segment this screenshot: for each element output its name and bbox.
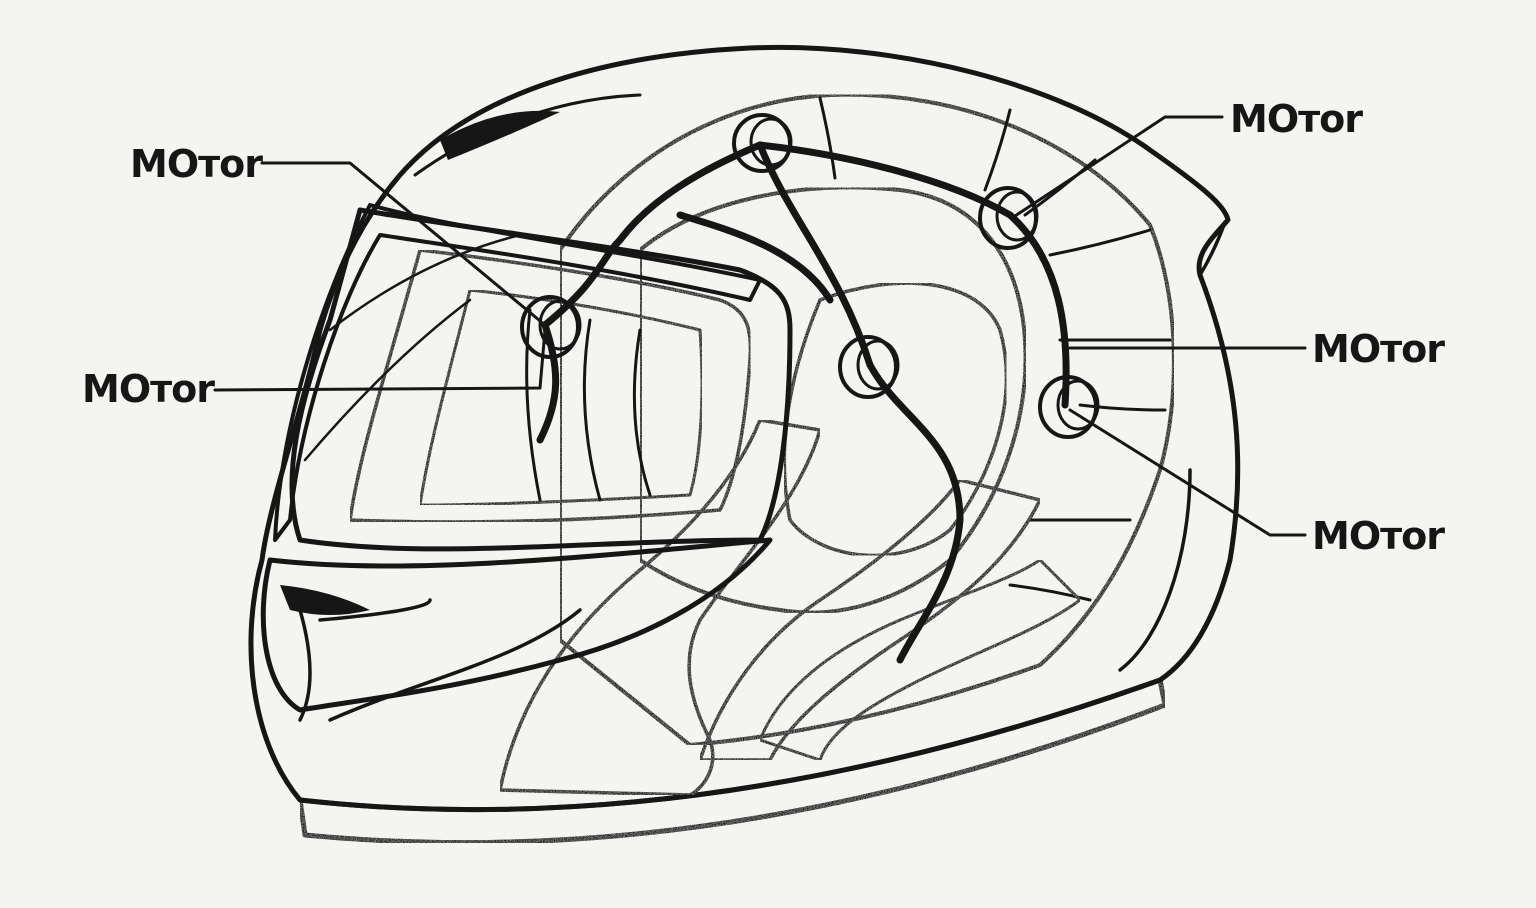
motor-label-left-lower: MOтor (82, 370, 214, 408)
motor-left (522, 297, 580, 357)
motor-label-right-top: MOтor (1230, 100, 1362, 138)
motor-wiring (540, 145, 1066, 660)
motor-label-right-middle: MOтor (1312, 330, 1444, 368)
motor-label-right-bottom: MOтor (1312, 517, 1444, 555)
motor-label-left-upper: MOтor (130, 145, 262, 183)
clear-visor (275, 205, 760, 540)
cheek-pad-inner (700, 480, 1040, 760)
face-padding (350, 250, 750, 522)
rear-comfort-pad (784, 283, 1006, 555)
chin-vent-icon (280, 585, 370, 615)
chin-bar (263, 540, 770, 710)
top-vent-icon (440, 111, 560, 160)
label-leader-lines (215, 117, 1305, 535)
eps-liner-band (560, 95, 1174, 745)
